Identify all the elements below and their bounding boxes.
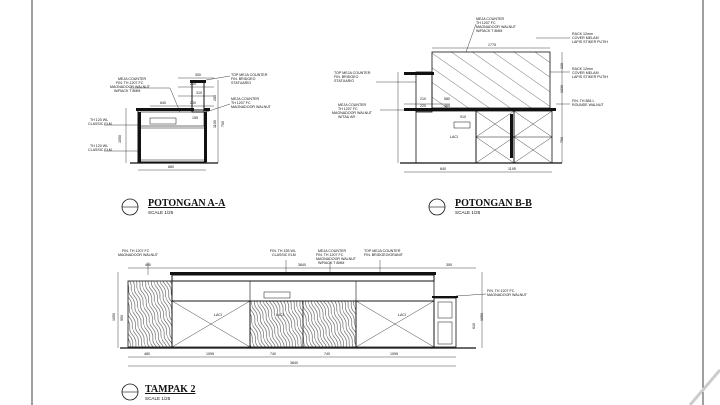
dim-label: 1195 bbox=[508, 167, 516, 171]
dim-label: 1095 bbox=[206, 352, 214, 356]
note: TH 1207 FC bbox=[476, 21, 496, 25]
height-dim: 1050 bbox=[118, 135, 122, 143]
dim-label: 210 bbox=[190, 82, 196, 86]
note: FIN. BRIDGEO/GRANIT bbox=[364, 253, 404, 257]
dim-label: 740 bbox=[324, 352, 330, 356]
note: STATUARIO bbox=[231, 81, 251, 85]
dim-label: 310 bbox=[196, 91, 202, 95]
note: TOP MEJA COUNTER bbox=[334, 71, 371, 75]
note: MEJA COUNTER bbox=[476, 17, 505, 21]
height-dim: 1050 bbox=[480, 313, 484, 321]
note: MAGNADOOR WALNUT bbox=[118, 253, 159, 257]
height-dim: 1100 bbox=[213, 120, 217, 128]
dim-label: 3840 bbox=[298, 263, 306, 267]
note: LAPIS STIKER PUTIH bbox=[572, 40, 608, 44]
note: MEJA COUNTER bbox=[231, 97, 260, 101]
note: RACK 12mm bbox=[572, 32, 593, 36]
section-b-b: LACI 1775 210 580 220 460 910 840 1195 1… bbox=[332, 17, 608, 216]
note: W/TAU AR bbox=[338, 115, 356, 119]
note: CLASSIC ELM bbox=[272, 253, 296, 257]
note: COVER MELAM bbox=[572, 71, 599, 75]
dim-label: 155 bbox=[192, 116, 198, 120]
dim-label: 200 bbox=[190, 101, 196, 105]
note: MEJA COUNTER bbox=[318, 249, 347, 253]
sheet-border bbox=[31, 0, 720, 405]
note: MAGNADOOR WALNUT bbox=[487, 293, 528, 297]
height-dim: 280 bbox=[213, 95, 217, 101]
note: TH 120 WL bbox=[90, 144, 108, 148]
note: LAPIS STIKER PUTIH bbox=[572, 75, 608, 79]
height-dim: 130 bbox=[560, 63, 564, 69]
laci-label: LACI bbox=[450, 135, 458, 139]
dim-label: 640 bbox=[160, 101, 166, 105]
dim-label: 210 bbox=[420, 97, 426, 101]
laci-label: LACI bbox=[398, 313, 406, 317]
note: COVER MELAM bbox=[572, 36, 599, 40]
note: TOP MEJA COUNTER bbox=[231, 73, 268, 77]
section-title: POTONGAN A-A bbox=[148, 198, 226, 209]
height-dim: 1030 bbox=[560, 85, 564, 93]
note: MAGNADOOR WALNUT bbox=[332, 111, 373, 115]
dim-label: 740 bbox=[270, 352, 276, 356]
note: FIN. TH 1207 FC bbox=[316, 253, 344, 257]
elevation-tampak-2: LACI LACI LACI 400 3840 350 480 1095 740… bbox=[112, 249, 528, 401]
section-scale: SCALE 1/25 bbox=[145, 396, 171, 401]
dim-label: 840 bbox=[440, 167, 446, 171]
note: FIN. TH 155 WL bbox=[270, 249, 296, 253]
dim-label: 1775 bbox=[488, 43, 496, 47]
note: MAGNADOOR WALNUT bbox=[231, 105, 272, 109]
note: W/RACK T 8MM bbox=[114, 89, 140, 93]
note: TH 1207 FC bbox=[231, 101, 251, 105]
dim-label: 300 bbox=[195, 73, 201, 77]
note: FIN. TH 884 L bbox=[572, 99, 595, 103]
dim-label: 480 bbox=[144, 352, 150, 356]
note: W/RACK T 8MM bbox=[476, 29, 502, 33]
laci-label: LACI bbox=[276, 313, 284, 317]
section-title: TAMPAK 2 bbox=[145, 384, 195, 395]
dim-label: 910 bbox=[460, 115, 466, 119]
note: FIN. TH 1207 FC bbox=[487, 289, 515, 293]
note: FIN. TH 1207 FC bbox=[122, 249, 150, 253]
note: FIN. BRIDGEO bbox=[334, 75, 359, 79]
note: CLASSIC ELM bbox=[88, 122, 112, 126]
note: TH 120 WL bbox=[90, 118, 108, 122]
section-title: POTONGAN B-B bbox=[455, 198, 532, 209]
note: TH 1207 FC bbox=[338, 107, 358, 111]
dim-label: 220 bbox=[420, 104, 426, 108]
dim-label: 350 bbox=[446, 263, 452, 267]
dim-label: 580 bbox=[444, 97, 450, 101]
height-dim: 700 bbox=[560, 137, 564, 143]
note: W/RACK T 8MM bbox=[318, 261, 344, 265]
dim-label: 460 bbox=[444, 104, 450, 108]
note: MEJA COUNTER bbox=[118, 77, 147, 81]
note: MEJA COUNTER bbox=[338, 103, 367, 107]
height-dim: 1050 bbox=[112, 313, 116, 321]
note: FIN. TH 1207 FC bbox=[116, 81, 144, 85]
dim-label: 880 bbox=[168, 165, 174, 169]
dim-label: 3840 bbox=[290, 361, 298, 365]
note: TOP MEJA COUNTER bbox=[364, 249, 401, 253]
dim-label: 1095 bbox=[390, 352, 398, 356]
note: MAGNADOOR WALNUT bbox=[110, 85, 151, 89]
note: ROUNDE WALNUT bbox=[572, 103, 604, 107]
section-a-a: 300 210 310 640 200 155 880 1050 1100 70… bbox=[88, 73, 272, 216]
note: RACK 12mm bbox=[572, 67, 593, 71]
note: MAGNADOOR WALNUT bbox=[476, 25, 517, 29]
section-scale: SCALE 1/25 bbox=[148, 210, 174, 215]
note: CLASSIC ELM bbox=[88, 148, 112, 152]
note: MAGNADOOR WALNUT bbox=[316, 257, 357, 261]
note: STATUARIO bbox=[334, 79, 354, 83]
section-scale: SCALE 1/25 bbox=[455, 210, 481, 215]
note: FIN. BRIDGEO bbox=[231, 77, 256, 81]
height-dim: 610 bbox=[472, 323, 476, 329]
laci-label: LACI bbox=[214, 313, 222, 317]
height-dim: 950 bbox=[120, 315, 124, 321]
height-dim: 700 bbox=[221, 121, 225, 127]
